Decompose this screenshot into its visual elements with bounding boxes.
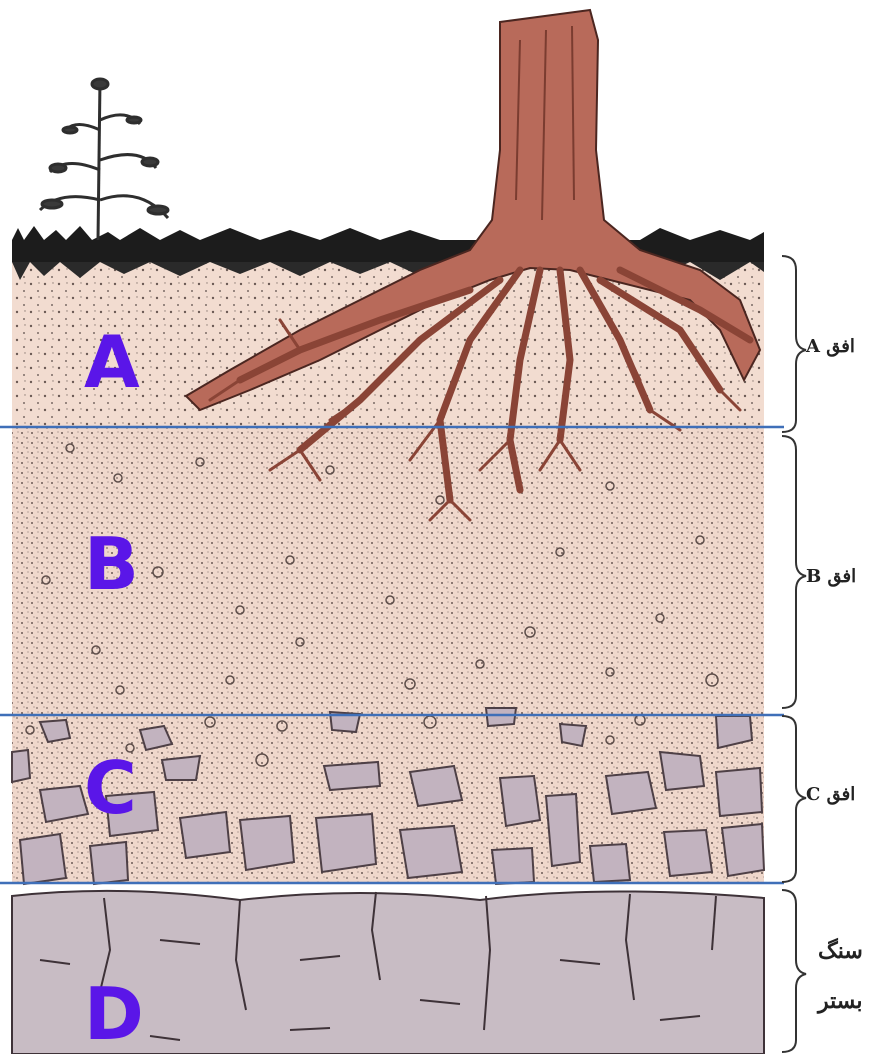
- horizon-b-label: افق B: [806, 566, 856, 587]
- bedrock-label-line2: بستر: [818, 988, 863, 1014]
- small-plant-illustration: [40, 79, 168, 240]
- horizon-d-letter: D: [84, 978, 144, 1050]
- horizon-c-label: افق C: [806, 784, 855, 805]
- horizon-a-letter: A: [84, 326, 140, 398]
- horizon-c-letter: C: [84, 752, 137, 824]
- horizon-a-label: افق A: [806, 336, 855, 357]
- bedrock-label-line1: سنگ: [818, 938, 863, 964]
- horizon-braces: [782, 256, 806, 1052]
- horizon-b-letter: B: [84, 528, 139, 600]
